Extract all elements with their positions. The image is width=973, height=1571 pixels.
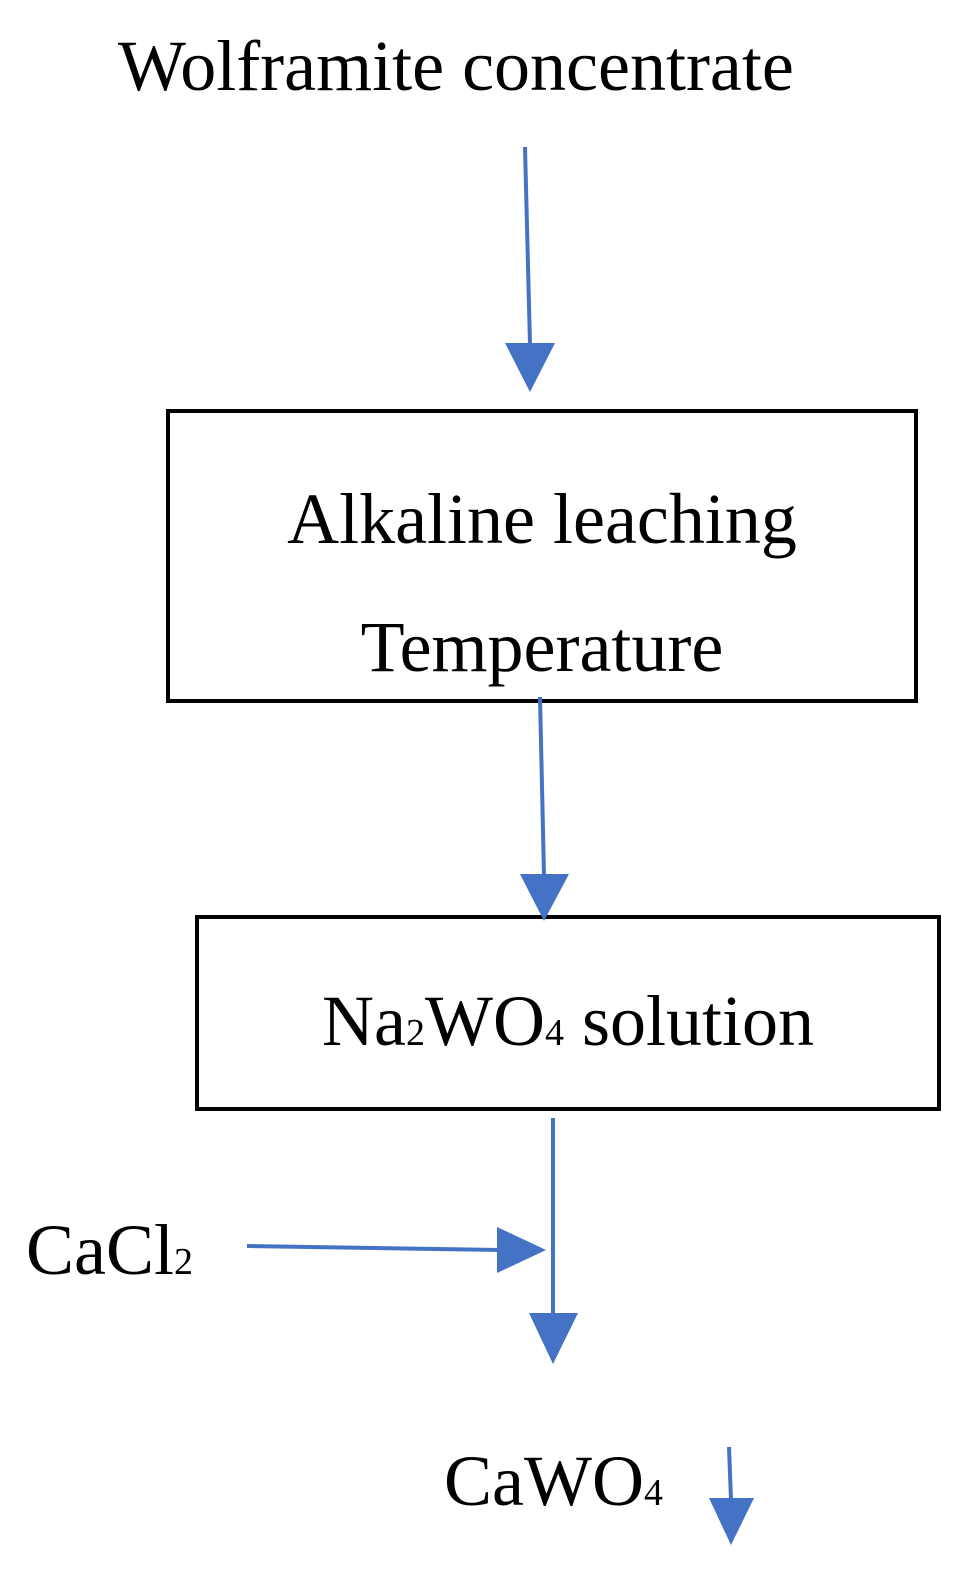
calcium-chloride-label: CaCl2 [26, 1210, 194, 1290]
arrow-concentrate-to-leaching [505, 146, 555, 392]
calcium-tungstate-label: CaWO4 [444, 1441, 663, 1521]
arrow-solution-to-product [529, 1118, 578, 1364]
sodium-tungstate-solution-label: Na2WO4 solution [322, 981, 814, 1061]
sodium-tungstate-solution-box: Na2WO4 solution [195, 915, 941, 1111]
wolframite-concentrate-label: Wolframite concentrate [118, 26, 794, 106]
temperature-label: Temperature [360, 607, 724, 687]
precipitate-down-arrow-icon [709, 1446, 754, 1545]
arrow-calcium-chloride-feed [246, 1227, 546, 1273]
alkaline-leaching-label: Alkaline leaching [287, 479, 797, 559]
alkaline-leaching-box: Alkaline leaching Temperature [166, 409, 918, 703]
arrow-leaching-to-solution [520, 696, 569, 921]
